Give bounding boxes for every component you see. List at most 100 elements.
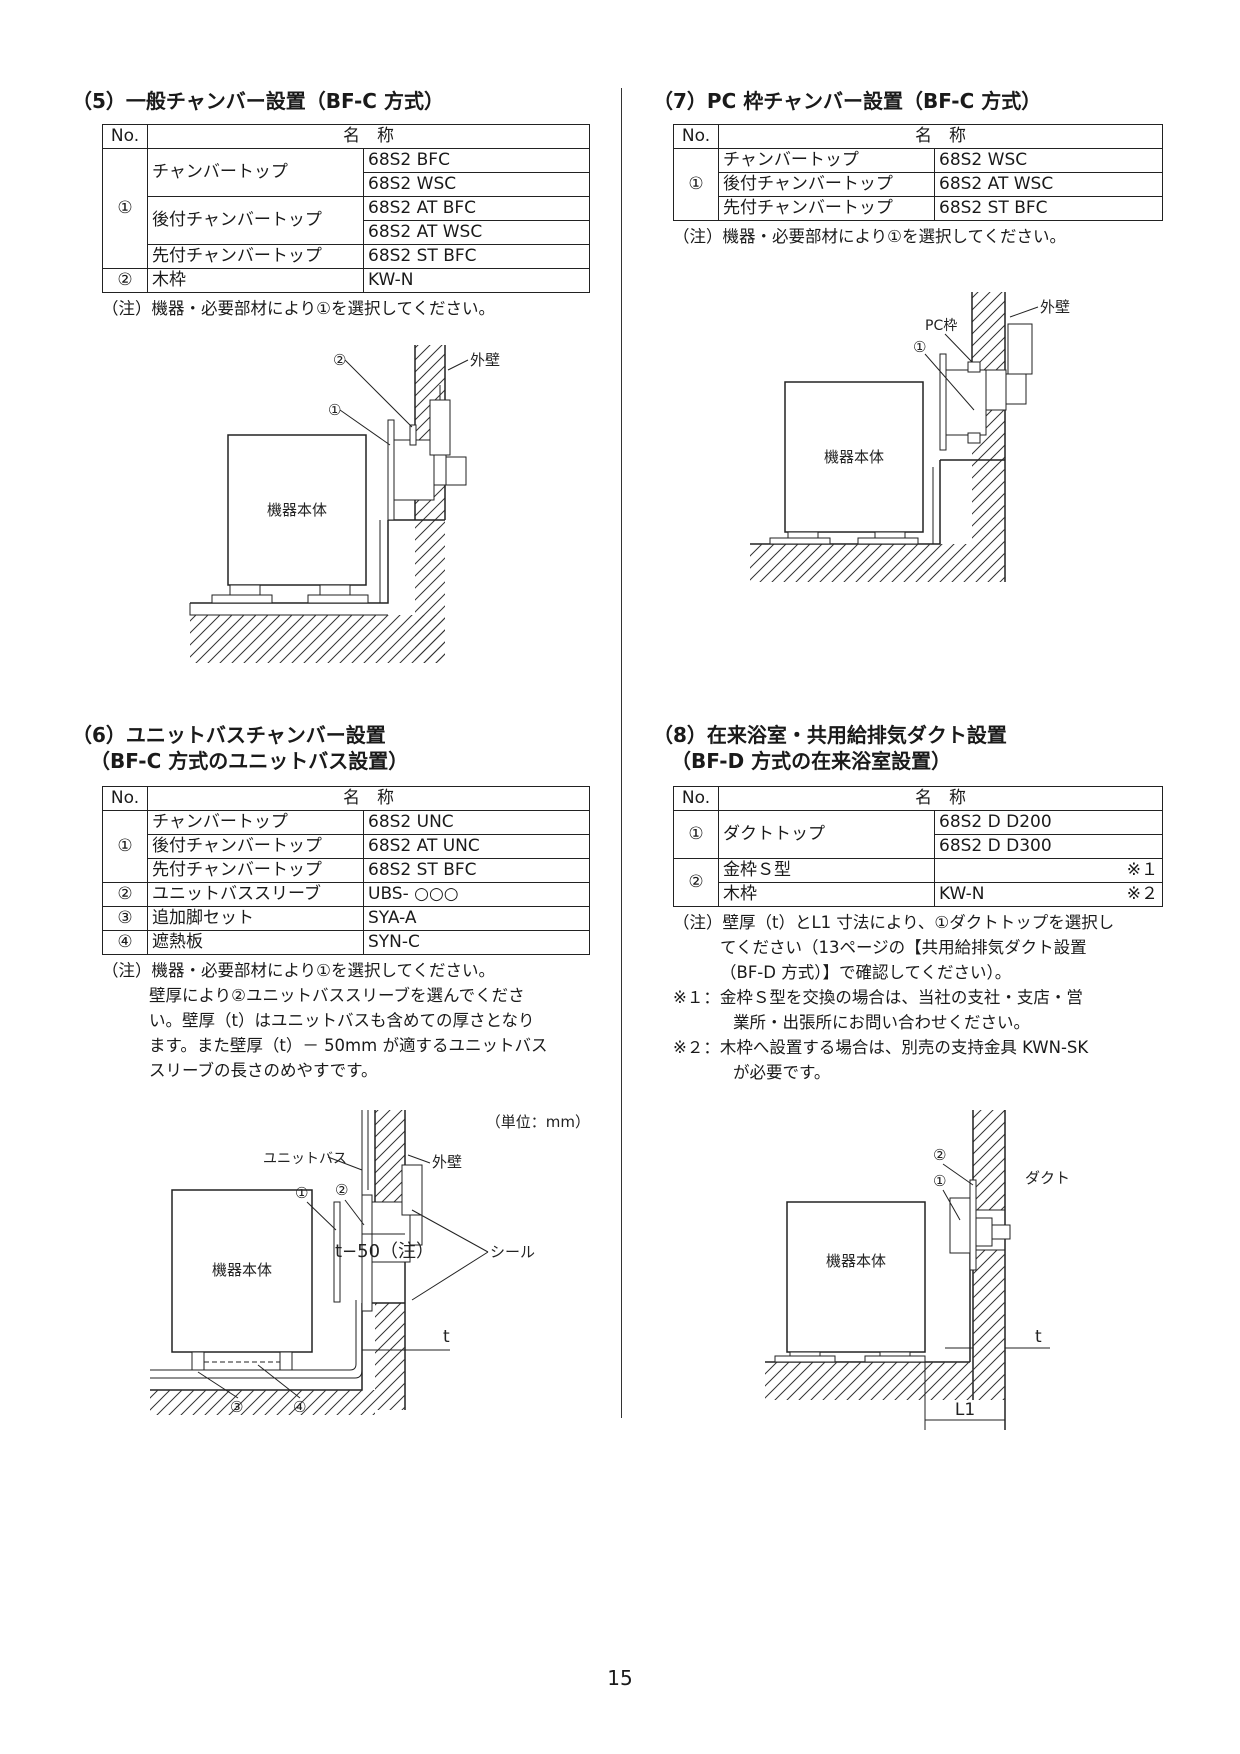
table-row: ② 金枠Ｓ型 ※１ (673, 858, 1163, 907)
floor (765, 1362, 973, 1400)
part-code: 68S2 ST BFC (363, 858, 590, 883)
appliance-body (786, 1201, 926, 1353)
appliance-body (784, 381, 924, 533)
part-name: ユニットバススリーブ (147, 882, 364, 907)
row-number: ① (673, 148, 719, 221)
appliance-body-label: 機器本体 (267, 501, 327, 519)
part-name: チャンバートップ (718, 148, 935, 173)
row-number: ① (102, 810, 148, 883)
duct-label: ダクト (1025, 1169, 1070, 1187)
callout-1: ① (295, 1184, 308, 1202)
table-row: 先付チャンバートップ 68S2 ST BFC (103, 858, 590, 883)
table-row: 68S2 WSC (103, 172, 590, 197)
row-number: ② (673, 858, 719, 907)
pc-frame (967, 361, 981, 373)
dimension-t: t (443, 1327, 450, 1347)
duct-top-flange (969, 1179, 977, 1271)
part-code: SYN-C (363, 930, 590, 955)
section-6-title: （6）ユニットバスチャンバー設置 (72, 723, 386, 747)
section-7-diagram: 機器本体 PC枠 ① 外壁 (750, 292, 1070, 582)
table-row: ① ダクトトップ 68S2 D D200 (673, 810, 1163, 859)
dimension-t50: t−50（注） (335, 1241, 434, 1262)
appliance-body-label: 機器本体 (824, 448, 884, 466)
part-name: 後付チャンバートップ (718, 172, 935, 197)
table-header-row: No. 名 称 (673, 786, 1163, 811)
table-row: 68S2 D D300 (674, 834, 1163, 859)
header-no: No. (102, 786, 148, 811)
chamber-top-flange (939, 353, 947, 451)
table-row: ② ユニットバススリーブ UBS- ○○○ (102, 882, 590, 907)
outer-wall-lower (973, 1250, 1005, 1400)
floor (190, 615, 445, 663)
header-name: 名 称 (147, 786, 590, 811)
part-name: チャンバートップ (147, 148, 364, 197)
part-mark: ※１ (934, 858, 1163, 883)
note-line: 業所・出張所にお問い合わせください。 (733, 1013, 1030, 1032)
note-line: （注）機器・必要部材により①を選択してください。 (102, 961, 495, 980)
part-code: 68S2 D D200 (934, 810, 1163, 835)
part-name: 遮熱板 (147, 930, 364, 955)
seal-label: シール (490, 1243, 535, 1261)
floor (750, 544, 972, 582)
part-code: 68S2 BFC (363, 148, 590, 173)
column-divider (621, 88, 622, 1418)
part-name: 先付チャンバートップ (147, 244, 364, 269)
section-6-parts-table: No. 名 称 ① チャンバートップ 68S2 UNC 後付チャンバートップ 6… (102, 786, 590, 955)
header-no: No. (673, 786, 719, 811)
part-code: 68S2 ST BFC (934, 196, 1163, 221)
wooden-frame (409, 424, 417, 446)
part-code: 68S2 D D300 (934, 834, 1163, 859)
section-5-parts-table: No. 名 称 ① チャンバートップ 68S2 BFC 68S2 WSC 後付チ… (102, 124, 590, 293)
row-number: ③ (102, 906, 148, 931)
callout-4: ④ (293, 1398, 306, 1416)
part-name: 後付チャンバートップ (147, 196, 364, 245)
callout-2: ② (335, 1181, 348, 1199)
section-8: （8）在来浴室・共用給排気ダクト設置 （BF-D 方式の在来浴室設置） No. … (653, 722, 1163, 1085)
table-row: 後付チャンバートップ 68S2 AT WSC (674, 172, 1163, 197)
part-name: 後付チャンバートップ (147, 834, 364, 859)
table-row: 先付チャンバートップ 68S2 ST BFC (674, 196, 1163, 221)
section-7: （7）PC 枠チャンバー設置（BF-C 方式） No. 名 称 ① チャンバート… (653, 88, 1163, 249)
part-name: 先付チャンバートップ (147, 858, 364, 883)
note-line: い。壁厚（t）はユニットバスも含めての厚さとなり (149, 1011, 535, 1030)
callout-2: ② (933, 1146, 946, 1164)
row-number: ④ (102, 930, 148, 955)
section-5-note: （注）機器・必要部材により①を選択してください。 (102, 299, 495, 318)
part-code-cell: KW-N※２ (934, 882, 1163, 907)
header-name: 名 称 (147, 124, 590, 149)
table-row: 先付チャンバートップ 68S2 ST BFC (103, 244, 590, 269)
part-code: KW-N (939, 884, 985, 904)
chamber-top-flange (333, 1201, 341, 1303)
header-name: 名 称 (718, 786, 1163, 811)
table-header-row: No. 名 称 (102, 786, 590, 811)
row-number: ① (673, 810, 719, 859)
table-row: 後付チャンバートップ 68S2 AT BFC (103, 196, 590, 245)
header-no: No. (673, 124, 719, 149)
section-6: （6）ユニットバスチャンバー設置 （BF-C 方式のユニットバス設置） No. … (72, 722, 590, 1083)
callout-2: ② (333, 351, 346, 369)
callout-1: ① (913, 338, 926, 356)
note-line: スリーブの長さのめやすです。 (149, 1061, 378, 1080)
callout-3: ③ (230, 1398, 243, 1416)
dimension-l1: L1 (955, 1400, 975, 1420)
section-6-subtitle: （BF-C 方式のユニットバス設置） (90, 749, 409, 773)
table-row: ① チャンバートップ 68S2 WSC (673, 148, 1163, 221)
section-5: （5）一般チャンバー設置（BF-C 方式） No. 名 称 ① チャンバートップ… (72, 88, 590, 321)
table-header-row: No. 名 称 (673, 124, 1163, 149)
table-row: ③ 追加脚セット SYA-A (102, 906, 590, 931)
unit-label: （単位：mm） (486, 1113, 590, 1131)
section-8-note: （注）壁厚（t）とL1 寸法により、①ダクトトップを選択し てください（13ペー… (673, 910, 1163, 1085)
appliance-body (171, 1189, 313, 1353)
part-code: UBS- ○○○ (363, 882, 590, 907)
part-name: チャンバートップ (147, 810, 364, 835)
section-6-diagram: （単位：mm） 機器本体 t−50（注） シール ユニットバス 外壁 ① ② t… (150, 1110, 590, 1416)
section-5-title: （5）一般チャンバー設置（BF-C 方式） (72, 89, 444, 113)
outer-wall-label: 外壁 (470, 351, 500, 369)
part-code: 68S2 WSC (934, 148, 1163, 173)
section-7-note: （注）機器・必要部材により①を選択してください。 (673, 227, 1066, 246)
part-name: ダクトトップ (718, 810, 935, 859)
part-code: 68S2 AT UNC (363, 834, 590, 859)
callout-1: ① (933, 1172, 946, 1190)
section-8-parts-table: No. 名 称 ① ダクトトップ 68S2 D D200 68S2 D D300… (673, 786, 1163, 907)
additional-leg (191, 1351, 205, 1371)
